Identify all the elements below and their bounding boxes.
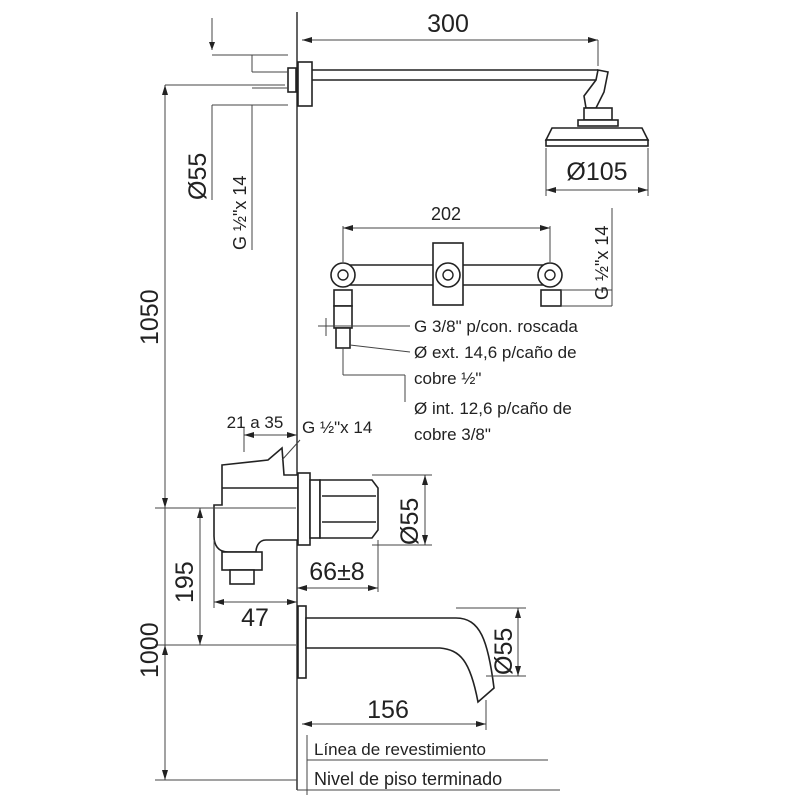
spout-length-label: 156 xyxy=(367,696,409,724)
spout-height-label: 1000 xyxy=(136,622,164,678)
note-ext-line1: Ø ext. 14,6 p/caño de xyxy=(414,343,577,362)
spout xyxy=(297,605,495,704)
mixer-dia-label: Ø55 xyxy=(396,498,424,545)
head-dia-label: Ø105 xyxy=(566,158,627,186)
dim-spout-dia: Ø55 xyxy=(456,607,526,677)
shower-head xyxy=(544,127,650,147)
outlet-height-label: 195 xyxy=(171,561,199,603)
dim-spout-length: 156 xyxy=(302,696,487,730)
dim-flange-dia: Ø55 G ½"x 14 xyxy=(184,104,288,250)
arm-thread-label: G ½"x 14 xyxy=(230,176,250,250)
mixer-valve xyxy=(213,446,379,585)
dim-valve-spacing: 202 xyxy=(342,204,551,262)
note-thread: G 3/8" p/con. roscada xyxy=(414,317,578,336)
dim-spout-height: 1000 xyxy=(136,622,296,780)
dim-mixer-depth: 66±8 xyxy=(297,540,379,592)
dim-outlet-height: 195 xyxy=(155,507,296,645)
outlet-offset-label: 47 xyxy=(241,604,269,632)
dim-wall-depth: 21 a 35 G ½"x 14 xyxy=(227,413,372,461)
dim-300-label: 300 xyxy=(427,10,469,38)
dim-outlet-offset: 47 xyxy=(213,540,297,632)
spacing-202-label: 202 xyxy=(431,204,461,224)
valve-thread-label: G ½"x 14 xyxy=(592,226,612,300)
shower-arm xyxy=(287,61,619,127)
spout-dia-label: Ø55 xyxy=(490,628,518,675)
note-int-line1: Ø int. 12,6 p/caño de xyxy=(414,399,572,418)
dim-flange-thickness xyxy=(209,18,288,89)
note-leaders xyxy=(318,318,411,402)
dim-head-dia: Ø105 xyxy=(545,148,649,196)
mixer-thread-label: G ½"x 14 xyxy=(302,418,372,437)
mixer-depth-label: 66±8 xyxy=(309,558,364,586)
dim-height-shower: 1050 xyxy=(136,84,285,780)
valve-body xyxy=(330,242,563,349)
cladding-line-label: Línea de revestimiento xyxy=(314,740,486,759)
reference-lines xyxy=(155,735,560,795)
height-1050-label: 1050 xyxy=(136,289,164,345)
dim-valve-thread: G ½"x 14 xyxy=(561,208,613,307)
note-ext-line2: cobre ½" xyxy=(414,369,481,388)
note-int-line2: cobre 3/8" xyxy=(414,425,491,444)
dim-arm-length: 300 xyxy=(302,10,599,66)
flange-dia-label: Ø55 xyxy=(184,153,212,200)
dim-mixer-dia: Ø55 xyxy=(372,474,432,546)
wall-depth-label: 21 a 35 xyxy=(227,413,284,432)
floor-level-label: Nivel de piso terminado xyxy=(314,769,502,789)
